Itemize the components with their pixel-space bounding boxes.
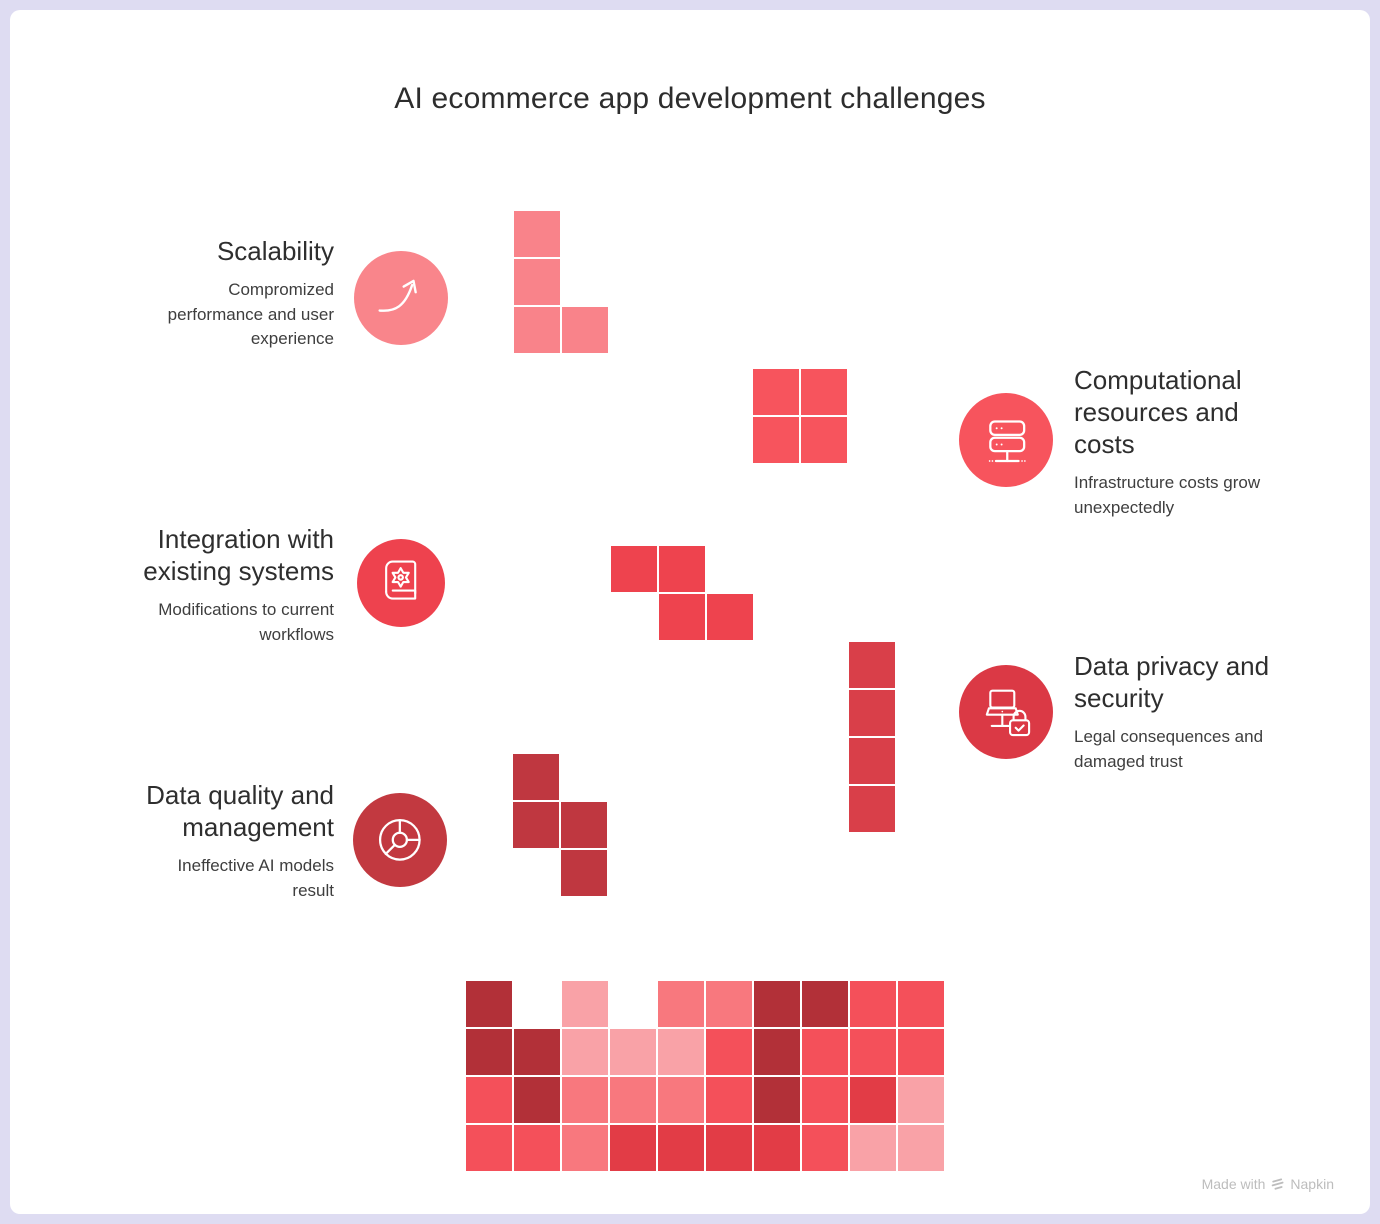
grid-block [753,980,801,1028]
grid-block [609,1124,657,1172]
grid-block [561,1028,609,1076]
section-quality: Data quality and management Ineffective … [134,780,334,903]
piece-s-quality-block [512,801,560,849]
section-title: Scalability [216,236,334,266]
grid-block [705,1028,753,1076]
piece-s-quality-block [560,849,608,897]
monitor-lock-icon [959,665,1053,759]
grid-block [897,1028,945,1076]
piece-z-integration-block [610,545,658,593]
section-title: Integration with existing systems [143,524,334,586]
piece-o-computational-block [752,416,800,464]
section-scalability: Scalability Compromized performance and … [149,236,334,352]
grid-block [849,1124,897,1172]
section-description: Ineffective AI models result [177,855,334,900]
section-description: Compromized performance and user experie… [167,279,334,349]
grid-block [705,1124,753,1172]
napkin-logo-icon [1272,1178,1284,1190]
section-integration: Integration with existing systems Modifi… [114,524,334,647]
grid-block [801,1076,849,1124]
section-computational: Computational resources and costs Infras… [1074,365,1289,520]
piece-s-quality-block [512,753,560,801]
grid-block [465,1028,513,1076]
grid-block [753,1076,801,1124]
grid-block [897,980,945,1028]
piece-i-privacy-block [848,689,896,737]
section-description: Infrastructure costs grow unexpectedly [1074,472,1261,517]
grid-block [609,1076,657,1124]
piece-z-integration-block [658,593,706,641]
figure-layer [10,10,1370,1214]
grid-block [705,1076,753,1124]
grid-block [657,1124,705,1172]
piece-l-scalability-block [513,210,561,258]
watermark-prefix: Made with [1201,1176,1266,1192]
grid-block [801,1124,849,1172]
grid-block [849,1076,897,1124]
section-title: Data privacy and security [1074,651,1270,713]
grid-block [465,980,513,1028]
grid-block [465,1124,513,1172]
piece-z-integration-block [658,545,706,593]
donut-chart-icon [353,793,447,887]
grid-block [561,980,609,1028]
grid-block [705,980,753,1028]
grid-block [753,1028,801,1076]
piece-o-computational-block [800,416,848,464]
server-icon [959,393,1053,487]
section-description: Legal consequences and damaged trust [1074,726,1264,771]
piece-l-scalability-block [513,306,561,354]
grid-block [657,1076,705,1124]
grid-block [801,980,849,1028]
piece-i-privacy-block [848,737,896,785]
grid-block [849,1028,897,1076]
grid-block [561,1076,609,1124]
grid-block [897,1076,945,1124]
section-title: Computational resources and costs [1074,365,1242,459]
page-title: AI ecommerce app development challenges [394,82,986,115]
grid-block [657,1028,705,1076]
section-title: Data quality and management [146,780,334,842]
piece-o-computational-block [800,368,848,416]
piece-s-quality-block [560,801,608,849]
grid-block [849,980,897,1028]
grid-block [609,1028,657,1076]
piece-o-computational-block [752,368,800,416]
piece-l-scalability-block [513,258,561,306]
grid-block [513,1124,561,1172]
infographic-canvas: AI ecommerce app development challenges … [10,10,1370,1214]
grid-block [513,1028,561,1076]
grid-block [801,1028,849,1076]
watermark: Made with Napkin [1202,1176,1334,1192]
watermark-brand: Napkin [1290,1176,1334,1192]
grid-block [513,1076,561,1124]
grid-block [753,1124,801,1172]
section-description: Modifications to current workflows [158,599,334,644]
piece-l-scalability-block [561,306,609,354]
grid-block [657,980,705,1028]
growth-arrow-icon [354,251,448,345]
grid-block [561,1124,609,1172]
piece-i-privacy-block [848,641,896,689]
book-gear-icon [357,539,445,627]
piece-z-integration-block [706,593,754,641]
piece-i-privacy-block [848,785,896,833]
section-privacy: Data privacy and security Legal conseque… [1074,651,1319,774]
grid-block [897,1124,945,1172]
grid-block [465,1076,513,1124]
